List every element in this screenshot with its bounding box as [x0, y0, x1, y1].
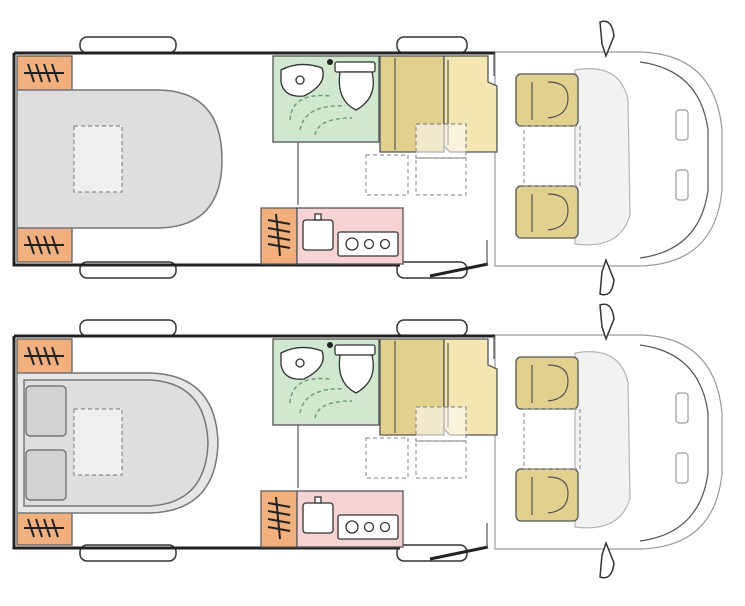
floorplan-layout-2: [12, 302, 724, 580]
floorplan-layout-1: [12, 19, 724, 297]
bed-hatch-outline-1: [73, 125, 123, 193]
pillow-top: [25, 385, 67, 437]
bed-hatch-outline-2: [73, 408, 123, 476]
pillow-bottom: [25, 449, 67, 501]
